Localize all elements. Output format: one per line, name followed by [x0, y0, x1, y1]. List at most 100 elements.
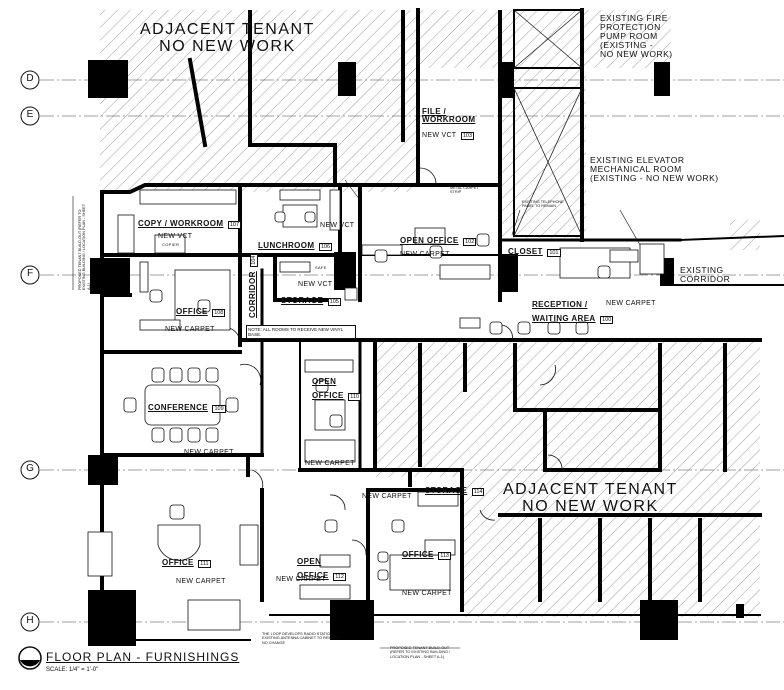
room-name-2: OFFICE: [297, 571, 329, 581]
room-lunchroom: LUNCHROOM 106: [258, 236, 333, 253]
adjacent-tenant-top-line2: NO NEW WORK: [159, 37, 296, 55]
room-name-2: OFFICE: [312, 391, 344, 401]
room-name: OPEN OFFICE: [400, 236, 459, 245]
fire-pump-line2: PROTECTION: [600, 21, 661, 32]
room-name: OPEN: [312, 377, 337, 386]
room-name: CLOSET: [508, 247, 543, 256]
room-open-office-110: OPEN OFFICE 110: [312, 377, 361, 403]
elevator-line3: (EXISTING - NO NEW WORK): [590, 172, 719, 183]
room-name: OPEN: [297, 557, 322, 566]
office-108-finish: NEW CARPET: [165, 326, 215, 333]
room-conference: CONFERENCE 109: [148, 398, 226, 415]
room-office-108: OFFICE 108: [176, 302, 226, 319]
open-office-112-finish: NEW CARPET: [276, 576, 326, 583]
adjacent-tenant-top-line1: ADJACENT TENANT: [140, 21, 315, 38]
room-name: COPY / WORKROOM: [138, 219, 224, 228]
room-open-office-102: OPEN OFFICE 102 NEW CARPET: [400, 231, 477, 258]
fire-pump-line4: (EXISTING -: [600, 39, 654, 50]
structural-columns: [88, 60, 744, 646]
lunchroom-finish: NEW VCT: [320, 222, 355, 229]
room-number: 112: [333, 573, 346, 582]
chairs: [123, 211, 611, 581]
room-finish: NEW VCT: [158, 232, 193, 240]
walls: [100, 8, 784, 642]
adjacent-tenant-bottom-line2: NO NEW WORK: [522, 497, 659, 515]
room-closet: CLOSET 101: [508, 242, 561, 259]
adjacent-tenant-top-label: ADJACENT TENANT NO NEW WORK: [140, 21, 315, 56]
existing-corridor-line1: EXISTING: [680, 265, 724, 275]
metal-strip-note: METAL CARPET STRIP: [450, 186, 479, 195]
fire-pump-room-label: EXISTING FIRE PROTECTION PUMP ROOM (EXIS…: [600, 14, 673, 59]
conference-finish: NEW CARPET: [184, 449, 234, 456]
telephone-panel-note: EXISTING TELEPHONE PANEL TO REMAIN: [522, 200, 564, 209]
existing-corridor-label: EXISTING CORRIDOR: [680, 266, 730, 284]
room-number: 106: [318, 243, 333, 251]
room-name-2: WAITING AREA: [532, 314, 596, 324]
room-number: 102: [463, 238, 477, 246]
room-office-113: OFFICE 113: [402, 545, 451, 562]
room-number: 107: [227, 221, 242, 229]
room-name: RECEPTION /: [532, 300, 588, 309]
buildout-note-bottom: PROPOSED TENANT BUILD-OUT (REFER TO EXIS…: [390, 646, 451, 659]
room-number: 101: [547, 249, 561, 257]
drawing-title: FLOOR PLAN - FURNISHINGS: [46, 650, 240, 664]
buildout-note-top: PROPOSED TENANT BUILD-OUT (REFER TO EXIS…: [78, 204, 91, 290]
room-office-111: OFFICE 111: [162, 553, 211, 570]
room-number: 109: [212, 405, 226, 413]
room-open-office-112: OPEN OFFICE 112: [297, 557, 346, 583]
room-number: 110: [348, 393, 361, 402]
drawing-scale: SCALE: 1/4" = 1'-0": [46, 667, 99, 673]
room-finish: NEW CARPET: [400, 250, 450, 258]
adjacent-tenant-bottom-label: ADJACENT TENANT NO NEW WORK: [503, 481, 678, 516]
grid-label-e: E: [26, 109, 34, 120]
room-number: 113: [438, 552, 451, 560]
adjacent-tenant-bottom-line1: ADJACENT TENANT: [503, 481, 678, 498]
room-name-2: WORKROOM: [422, 115, 476, 125]
fire-pump-line3: PUMP ROOM: [600, 30, 658, 41]
room-number: 111: [198, 560, 211, 568]
room-copy-workroom: COPY / WORKROOM 107 NEW VCT: [138, 214, 242, 240]
open-office-110-finish: NEW CARPET: [305, 460, 355, 467]
room-name: STORAGE: [425, 486, 468, 495]
elevator-line2: MECHANICAL ROOM: [590, 163, 682, 174]
office-113-finish: NEW CARPET: [402, 590, 452, 597]
elevator-mech-room-label: EXISTING ELEVATOR MECHANICAL ROOM (EXIST…: [590, 156, 719, 183]
room-corridor: CORRIDOR 104: [243, 253, 260, 318]
elevator-shafts: [513, 9, 583, 237]
grid-label-h: H: [26, 615, 34, 626]
reception-finish: NEW CARPET: [606, 300, 656, 307]
room-name: OFFICE: [162, 558, 194, 567]
fire-pump-line1: EXISTING FIRE: [600, 13, 668, 23]
room-file-workroom: FILE / WORKROOM NEW VCT 103: [422, 107, 476, 142]
copier-label: COPIER: [162, 242, 180, 247]
room-number: 100: [600, 316, 614, 325]
room-number: 103: [460, 131, 475, 140]
grid-bubbles: [20, 70, 40, 632]
room-number: 114: [471, 488, 485, 496]
room-number: 108: [212, 309, 226, 317]
room-number: 104: [250, 253, 258, 267]
door-swings: [214, 167, 563, 556]
grid-label-d: D: [26, 73, 34, 84]
radio-station-note: THE LOOP DEVELOPS RADIO STATION. EXISTIN…: [262, 632, 341, 645]
finish-note: NOTE: ALL ROOMS TO RECEIVE NEW VINYL BAS…: [246, 325, 356, 340]
storage-114-finish: NEW CARPET: [362, 493, 412, 500]
office-111-finish: NEW CARPET: [176, 578, 226, 585]
room-storage-114: STORAGE 114: [425, 481, 485, 498]
room-name: OFFICE: [176, 307, 208, 316]
safe-label: SAFE: [315, 265, 327, 270]
room-storage-105: STORAGE 105: [281, 291, 341, 308]
existing-corridor-line2: CORRIDOR: [680, 273, 731, 284]
elevator-line1: EXISTING ELEVATOR: [590, 155, 685, 165]
room-name: CONFERENCE: [148, 403, 209, 412]
room-name: CORRIDOR: [248, 271, 257, 318]
room-name: LUNCHROOM: [258, 241, 315, 250]
room-finish: NEW VCT: [422, 131, 457, 139]
title-mark: [18, 646, 42, 670]
fire-pump-line5: NO NEW WORK): [600, 48, 673, 59]
room-reception: RECEPTION / WAITING AREA 100: [532, 300, 614, 326]
room-name: FILE /: [422, 107, 447, 116]
storage-new-vct: NEW VCT: [298, 281, 333, 288]
room-number: 105: [327, 298, 341, 306]
